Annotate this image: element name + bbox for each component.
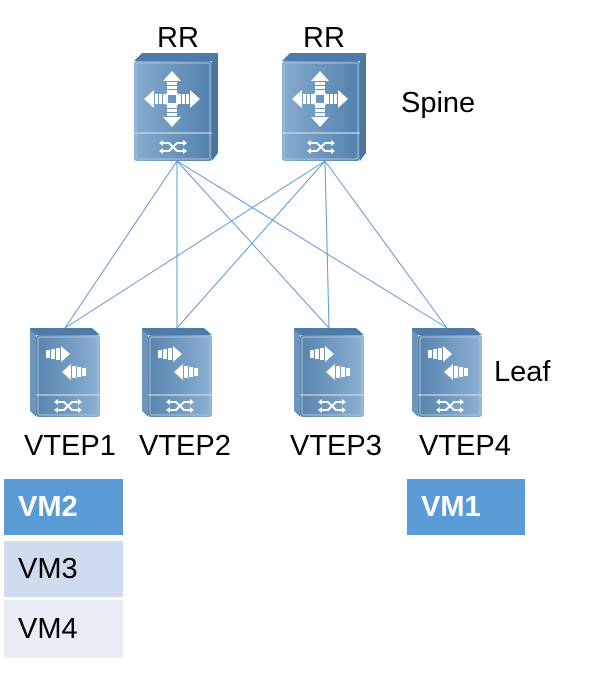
leaf1-label: VTEP1 xyxy=(24,430,116,462)
leaf4-label: VTEP4 xyxy=(419,430,511,462)
spine1-label: RR xyxy=(157,22,199,54)
link-spine2-leaf1 xyxy=(64,160,326,329)
device-bezel xyxy=(37,336,99,416)
device-top xyxy=(30,328,100,335)
device-side xyxy=(360,55,366,161)
vm-cell: VM3 xyxy=(4,541,123,597)
device-side xyxy=(212,55,218,161)
leaf2-device[interactable] xyxy=(142,328,212,417)
link-spine1-leaf4 xyxy=(176,160,448,329)
device-side xyxy=(412,330,418,417)
link-spine1-leaf1 xyxy=(64,160,178,329)
spine1-device[interactable] xyxy=(134,53,218,161)
leaf3-device[interactable] xyxy=(294,328,364,417)
link-spine2-leaf2 xyxy=(176,160,326,329)
vm-cell: VM4 xyxy=(4,600,123,658)
device-top xyxy=(134,53,218,61)
device-side xyxy=(142,330,148,417)
device-top xyxy=(282,53,366,61)
links-layer xyxy=(64,160,448,329)
device-side xyxy=(294,330,300,417)
device-top xyxy=(142,328,212,335)
device-bezel xyxy=(283,62,359,160)
leaf4-device[interactable] xyxy=(412,328,482,417)
device-side xyxy=(30,330,36,417)
link-spine2-leaf3 xyxy=(324,160,330,329)
device-bezel xyxy=(301,336,363,416)
leaf3-label: VTEP3 xyxy=(290,430,382,462)
spine-tier-label: Spine xyxy=(401,87,476,119)
vm-cell: VM1 xyxy=(407,479,525,535)
leaf-tier-label: Leaf xyxy=(494,356,551,388)
link-spine1-leaf3 xyxy=(176,160,330,329)
link-spine2-leaf4 xyxy=(324,160,448,329)
devices-layer xyxy=(30,53,482,417)
device-bezel xyxy=(149,336,211,416)
device-bezel xyxy=(135,62,211,160)
vm-cell: VM2 xyxy=(4,479,123,535)
device-bezel xyxy=(419,336,481,416)
spine2-device[interactable] xyxy=(282,53,366,161)
leaf1-device[interactable] xyxy=(30,328,100,417)
device-top xyxy=(412,328,482,335)
device-top xyxy=(294,328,364,335)
spine2-label: RR xyxy=(303,22,345,54)
leaf2-label: VTEP2 xyxy=(139,430,231,462)
